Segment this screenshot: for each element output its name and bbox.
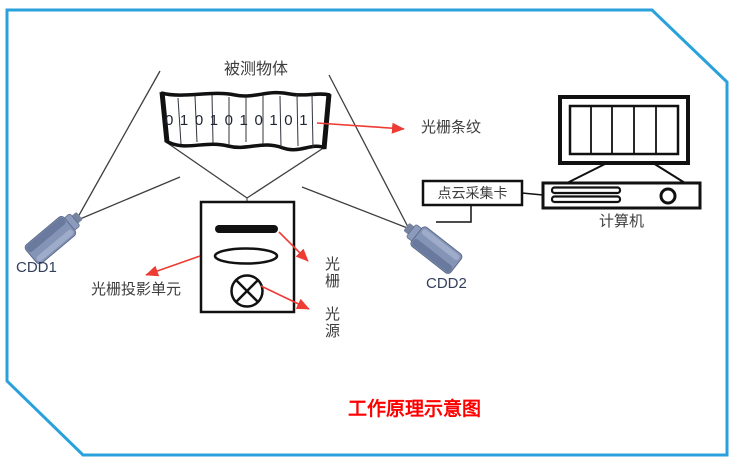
arrow-grating	[278, 231, 309, 262]
label-grating: 光 栅	[325, 256, 341, 291]
measured-object-banner	[159, 90, 332, 152]
label-grating-fringe: 光栅条纹	[421, 119, 482, 136]
border-frame	[5, 8, 729, 457]
arrow-projection-unit	[145, 255, 201, 277]
ray-cdd1-a	[77, 70, 161, 218]
label-computer: 计算机	[599, 213, 645, 230]
ray-cdd2-a	[328, 74, 409, 228]
power-button-icon	[659, 187, 677, 205]
annotation-arrows	[145, 122, 405, 310]
grating-projection-box	[199, 200, 296, 314]
diagram-title: 工作原理示意图	[348, 399, 482, 420]
connector-card-to-case	[521, 192, 544, 196]
banner-right-edge	[321, 93, 332, 150]
ray-cdd1-b	[79, 176, 181, 220]
grating-bar	[215, 225, 278, 233]
connector-card-to-camera	[436, 205, 472, 223]
label-projection-unit: 光栅投影单元	[91, 281, 182, 298]
arrow-light-source	[260, 285, 310, 310]
light-source-icon	[230, 274, 264, 308]
label-capture-card: 点云采集卡	[437, 185, 508, 201]
stripe-digits: 0 1 0 1 0 1 0 1 0 1	[165, 112, 309, 129]
camera-cdd1-label: CDD1	[16, 259, 57, 276]
lens-icon	[213, 247, 279, 265]
case-slot	[550, 186, 622, 195]
banner-bottom-edge	[165, 139, 326, 152]
case-slot	[550, 195, 622, 204]
label-measured-object: 被测物体	[224, 61, 289, 78]
camera-cdd2-label: CDD2	[426, 275, 467, 292]
ray-cdd2-b	[301, 186, 411, 230]
label-light-source: 光 源	[325, 306, 341, 341]
cone-right-line	[246, 146, 326, 199]
camera-cdd1	[24, 212, 83, 265]
computer-case	[541, 181, 702, 210]
monitor-stand	[566, 162, 686, 184]
cone-left-line	[165, 141, 248, 199]
arrow-grating-fringe	[316, 122, 405, 134]
camera-cdd2	[403, 223, 463, 274]
banner-left-edge	[159, 91, 170, 143]
banner-stripe-lines	[177, 93, 314, 149]
banner-top-edge	[160, 90, 331, 98]
computer-monitor	[558, 95, 690, 165]
